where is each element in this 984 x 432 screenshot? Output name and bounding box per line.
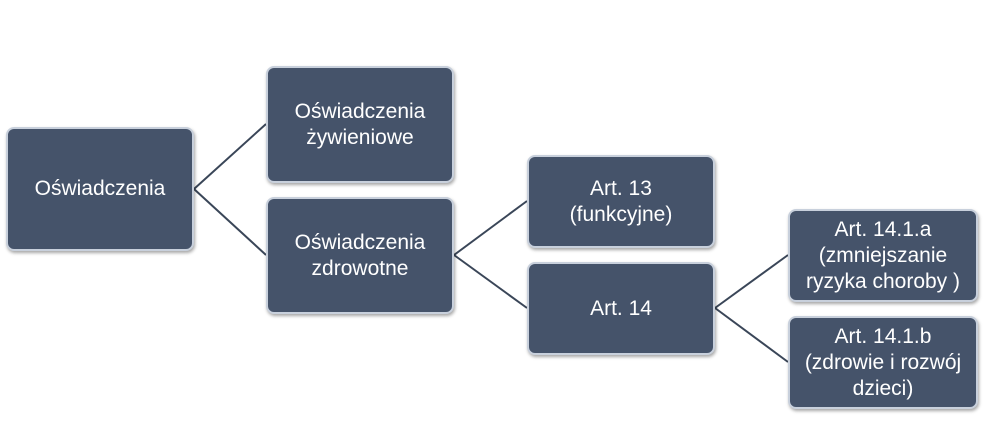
node-oswiadczenia: Oświadczenia <box>6 127 194 251</box>
node-art-14-1-b: Art. 14.1.b (zdrowie i rozwój dzieci) <box>788 316 978 409</box>
node-art-14: Art. 14 <box>527 262 715 355</box>
node-oswiadczenia-zywieniowe: Oświadczenia żywieniowe <box>266 66 454 183</box>
connector-root-nutrition <box>193 123 267 190</box>
connector-art14-art141a <box>714 254 789 309</box>
node-art-13: Art. 13 (funkcyjne) <box>527 155 715 248</box>
connector-health-art14 <box>453 254 528 309</box>
connector-health-art13 <box>453 200 528 256</box>
node-art-14-1-a: Art. 14.1.a (zmniejszanie ryzyka choroby… <box>788 209 978 302</box>
connector-art14-art141b <box>714 307 789 363</box>
connector-root-health <box>193 188 267 256</box>
node-oswiadczenia-zdrowotne: Oświadczenia zdrowotne <box>266 197 454 314</box>
